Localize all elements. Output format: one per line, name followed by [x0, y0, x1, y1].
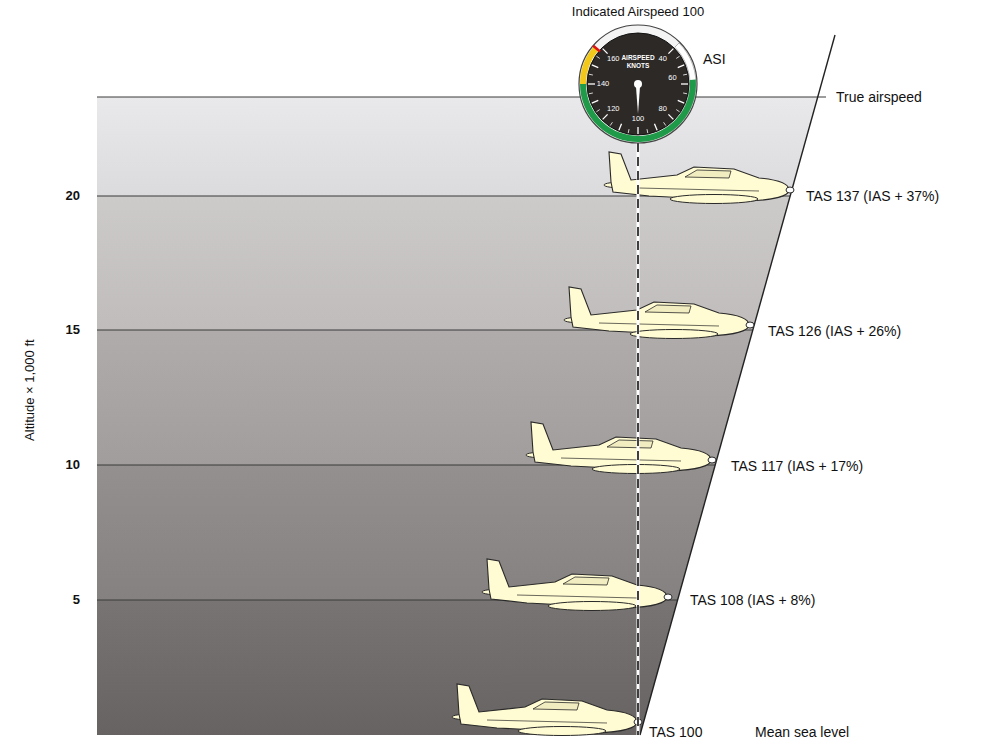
altitude-tick: 15 — [66, 323, 80, 337]
sea-level-label: Mean sea level — [755, 725, 849, 740]
airplane — [604, 152, 794, 204]
gauge-number: 120 — [607, 105, 620, 113]
indicated-airspeed-line — [637, 143, 640, 735]
gauge-number: 80 — [659, 105, 667, 113]
airplane — [526, 422, 716, 474]
tas-label: TAS 117 (IAS + 17%) — [731, 459, 863, 474]
gauge-face-text: KNOTS — [627, 62, 650, 69]
airplane — [452, 684, 642, 736]
gauge-face-text: AIRSPEED — [621, 54, 654, 61]
airplane — [564, 287, 754, 339]
tas-label: TAS 126 (IAS + 26%) — [768, 324, 901, 339]
tas-label: TAS 137 (IAS + 37%) — [806, 189, 939, 204]
gauge-number: 160 — [607, 55, 620, 63]
gauge-number: 60 — [668, 74, 676, 82]
indicated-airspeed-line — [637, 143, 639, 735]
airplane — [482, 559, 672, 611]
altitude-tick: 20 — [66, 189, 80, 203]
gauge-number: 140 — [597, 80, 610, 88]
true-airspeed-line — [640, 35, 835, 735]
altitude-tick: 10 — [66, 458, 80, 472]
gauge-number: 100 — [632, 115, 645, 123]
tas-label: TAS 108 (IAS + 8%) — [690, 593, 815, 608]
airspeed-indicator — [579, 25, 697, 143]
altitude-line — [97, 97, 826, 98]
axis-title: Altitude × 1,000 ft — [23, 339, 37, 441]
line-label: True airspeed — [836, 90, 922, 105]
gauge-title: Indicated Airspeed 100 — [572, 5, 704, 19]
tas-label: TAS 100 — [649, 725, 702, 740]
altitude-band — [97, 196, 790, 330]
gauge-needle — [636, 84, 640, 114]
altitude-band — [97, 600, 678, 735]
gauge-number: 40 — [659, 55, 667, 63]
altitude-tick: 5 — [73, 593, 80, 607]
instrument-name: ASI — [703, 52, 726, 67]
